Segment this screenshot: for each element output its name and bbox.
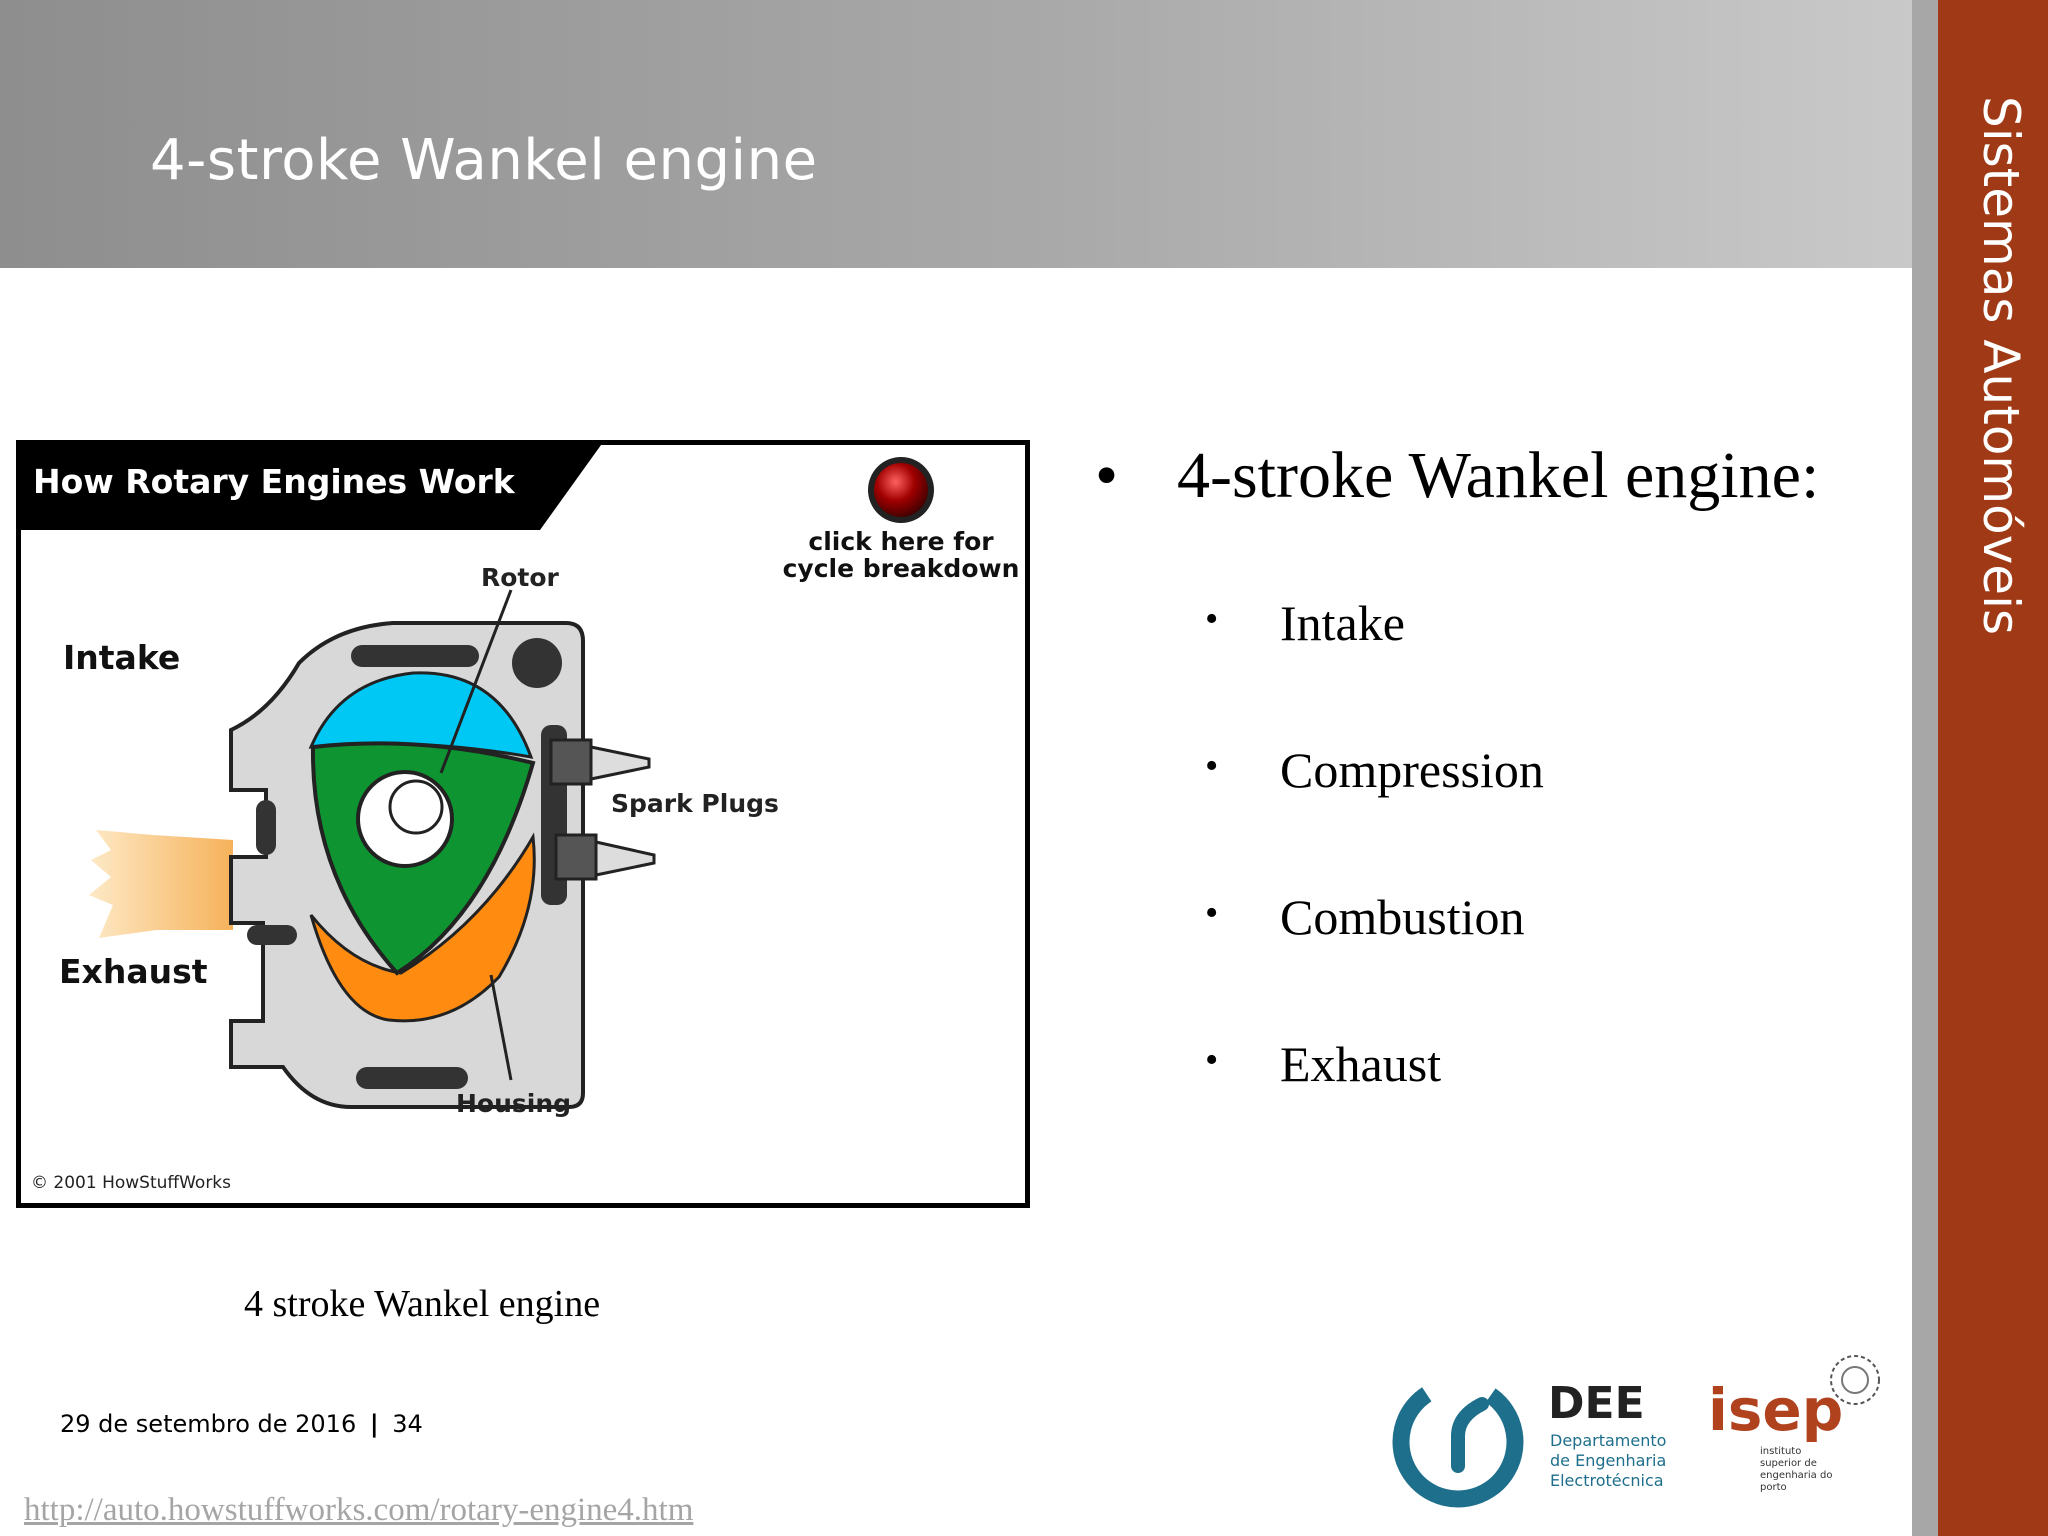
dee-hook-logo <box>1451 1397 1489 1473</box>
banner-bar <box>21 445 601 530</box>
rotary-engine-diagram: How Rotary Engines Work click here for c… <box>21 445 1020 1193</box>
bullet-dot: • <box>1205 1039 1219 1081</box>
isep-line1: instituto <box>1760 1446 1801 1457</box>
isep-line4: porto <box>1760 1482 1787 1493</box>
cycle-button-light[interactable] <box>874 463 928 517</box>
main-bullet-text: 4-stroke Wankel engine: <box>1177 439 1820 512</box>
housing-label: Housing <box>456 1089 571 1118</box>
housing-slot-left <box>256 800 276 855</box>
housing-hole <box>512 638 562 688</box>
isep-line3: engenharia do <box>1760 1470 1832 1481</box>
spark-plug-2-tip <box>594 840 656 877</box>
dee-line2: de Engenharia <box>1550 1451 1666 1470</box>
side-divider <box>1912 0 1938 1536</box>
banner-text: How Rotary Engines Work <box>33 462 516 501</box>
housing-slot-bottom <box>356 1067 468 1089</box>
housing-slot-lower <box>247 925 297 945</box>
slide-title: 4-stroke Wankel engine <box>150 128 818 193</box>
spark-plug-1-body <box>549 738 593 786</box>
isep-seal-inner-icon <box>1841 1366 1869 1394</box>
sub-bullet-text: Exhaust <box>1280 1036 1442 1092</box>
figure-caption: 4 stroke Wankel engine <box>244 1283 601 1325</box>
footer-separator: | <box>369 1410 379 1438</box>
button-hint-line2: cycle breakdown <box>783 554 1020 583</box>
intake-label: Intake <box>63 638 180 677</box>
spark-plug-1-tip <box>589 745 651 781</box>
exhaust-chamber <box>309 832 536 1023</box>
bullet-dot: • <box>1095 439 1119 512</box>
logos: DEE Departamento de Engenharia Electroté… <box>1390 1340 1890 1515</box>
housing-slot-top <box>351 645 479 667</box>
institution-logos: DEE Departamento de Engenharia Electroté… <box>1392 1355 1880 1508</box>
sub-bullet-text: Compression <box>1280 742 1544 798</box>
bullet-dot: • <box>1205 745 1219 787</box>
page-number: 34 <box>392 1410 423 1438</box>
dee-line1: Departamento <box>1550 1431 1666 1450</box>
side-band: Sistemas Automóveis <box>1938 0 2048 1536</box>
housing-leader-line <box>489 974 513 1081</box>
spark-plugs-label: Spark Plugs <box>611 789 779 818</box>
slide-header: 4-stroke Wankel engine <box>0 0 1912 268</box>
side-label: Sistemas Automóveis <box>1972 96 2030 636</box>
rotary-engine-figure: How Rotary Engines Work click here for c… <box>16 440 1030 1208</box>
dee-name: DEE <box>1548 1378 1645 1429</box>
footer-date-page: 29 de setembro de 2016 | 34 <box>60 1410 423 1438</box>
copyright-text: © 2001 HowStuffWorks <box>31 1173 231 1193</box>
dee-line3: Electrotécnica <box>1550 1471 1664 1490</box>
exhaust-flame <box>89 830 233 938</box>
source-link[interactable]: http://auto.howstuffworks.com/rotary-eng… <box>24 1492 694 1528</box>
footer-date: 29 de setembro de 2016 <box>60 1410 357 1438</box>
bullet-dot: • <box>1205 892 1219 934</box>
exhaust-label: Exhaust <box>59 952 208 991</box>
bullet-dot: • <box>1205 598 1219 640</box>
isep-seal-icon <box>1830 1355 1880 1405</box>
button-hint-line1: click here for <box>808 527 994 556</box>
rotor-leader-line <box>439 589 513 774</box>
rotor-label: Rotor <box>481 563 560 592</box>
sub-bullet-text: Intake <box>1280 595 1405 651</box>
spark-plug-2-body <box>554 833 598 881</box>
dee-ring-logo <box>1392 1376 1524 1508</box>
isep-line2: superior de <box>1760 1458 1817 1469</box>
isep-name: isep <box>1708 1376 1843 1444</box>
sub-bullet-text: Combustion <box>1280 889 1525 945</box>
eccentric-shaft <box>388 779 444 835</box>
